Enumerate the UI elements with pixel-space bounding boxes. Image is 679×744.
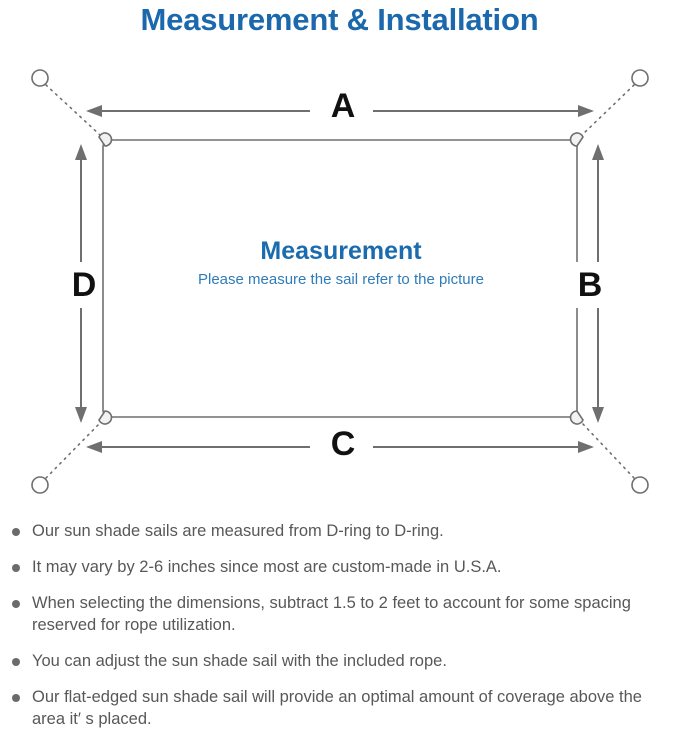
- bullet-icon: [12, 564, 20, 572]
- list-item: Our flat-edged sun shade sail will provi…: [0, 686, 679, 730]
- dimension-label-c: C: [313, 427, 373, 461]
- d-ring-top-right: [569, 132, 584, 147]
- list-item: When selecting the dimensions, subtract …: [0, 592, 679, 636]
- rope-top-left: [45, 84, 101, 136]
- rope-bottom-left: [45, 422, 101, 479]
- arrow-c-right-head: [578, 441, 594, 453]
- dimension-label-b: B: [572, 262, 608, 308]
- anchor-ring-top-right: [631, 69, 649, 87]
- arrow-a-right-head: [578, 105, 594, 117]
- arrow-d-bottom-head: [75, 407, 87, 423]
- list-item: It may vary by 2-6 inches since most are…: [0, 556, 679, 578]
- dimension-arrow-a: [86, 105, 594, 117]
- arrow-b-bottom-head: [592, 407, 604, 423]
- page-title: Measurement & Installation: [140, 2, 539, 37]
- arrow-a-left-head: [86, 105, 102, 117]
- dimension-label-a: A: [313, 89, 373, 123]
- list-item: You can adjust the sun shade sail with t…: [0, 650, 679, 672]
- arrow-b-top-head: [592, 144, 604, 160]
- diagram-canvas: [31, 69, 649, 494]
- note-text: Our flat-edged sun shade sail will provi…: [32, 688, 642, 728]
- note-text: When selecting the dimensions, subtract …: [32, 594, 631, 634]
- anchor-ring-bottom-left: [31, 476, 49, 494]
- anchor-ring-top-left: [31, 69, 49, 87]
- sail-caption-headline: Measurement: [260, 237, 422, 265]
- d-ring-bottom-right: [569, 410, 584, 425]
- note-text: Our sun shade sails are measured from D-…: [32, 522, 444, 540]
- d-ring-bottom-left: [98, 410, 113, 425]
- bullet-icon: [12, 658, 20, 666]
- note-text: You can adjust the sun shade sail with t…: [32, 652, 447, 670]
- bullet-icon: [12, 600, 20, 608]
- sail-caption-subline: Please measure the sail refer to the pic…: [198, 271, 484, 288]
- dimension-label-d: D: [66, 262, 102, 308]
- sail-d-rings: [98, 132, 584, 425]
- note-text: It may vary by 2-6 inches since most are…: [32, 558, 502, 576]
- d-ring-top-left: [98, 132, 113, 147]
- dimension-arrow-b: [592, 144, 604, 423]
- rope-top-right: [581, 84, 635, 136]
- bullet-icon: [12, 528, 20, 536]
- notes-list: Our sun shade sails are measured from D-…: [0, 520, 679, 744]
- anchor-ring-bottom-right: [631, 476, 649, 494]
- bullet-icon: [12, 694, 20, 702]
- rope-lines: [45, 84, 635, 479]
- list-item: Our sun shade sails are measured from D-…: [0, 520, 679, 542]
- rope-bottom-right: [581, 422, 635, 479]
- anchor-rings: [31, 69, 649, 494]
- sail-caption: Measurement Please measure the sail refe…: [103, 236, 579, 291]
- measurement-diagram: A B C D Measurement Please measure the s…: [0, 46, 679, 511]
- dimension-arrow-d: [75, 144, 87, 423]
- arrow-d-top-head: [75, 144, 87, 160]
- dimension-arrow-c: [86, 441, 594, 453]
- arrow-c-left-head: [86, 441, 102, 453]
